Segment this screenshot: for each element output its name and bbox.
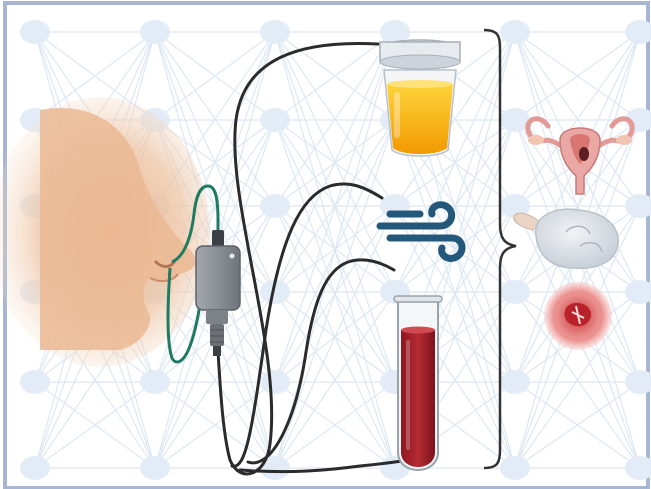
network-node	[260, 108, 290, 132]
network-node	[500, 456, 530, 480]
network-node	[140, 20, 170, 44]
network-node	[140, 370, 170, 394]
network-node	[20, 456, 50, 480]
network-node	[260, 20, 290, 44]
network-node	[140, 456, 170, 480]
urine-sample-cup-icon	[380, 40, 460, 156]
network-node	[500, 20, 530, 44]
network-node	[260, 194, 290, 218]
network-node	[20, 370, 50, 394]
network-node	[20, 20, 50, 44]
network-node	[500, 280, 530, 304]
blood-test-tube-icon	[394, 296, 442, 470]
network-node	[500, 370, 530, 394]
cervix-lesion-icon	[544, 282, 612, 350]
network-node	[260, 370, 290, 394]
nose-icon	[0, 97, 210, 367]
